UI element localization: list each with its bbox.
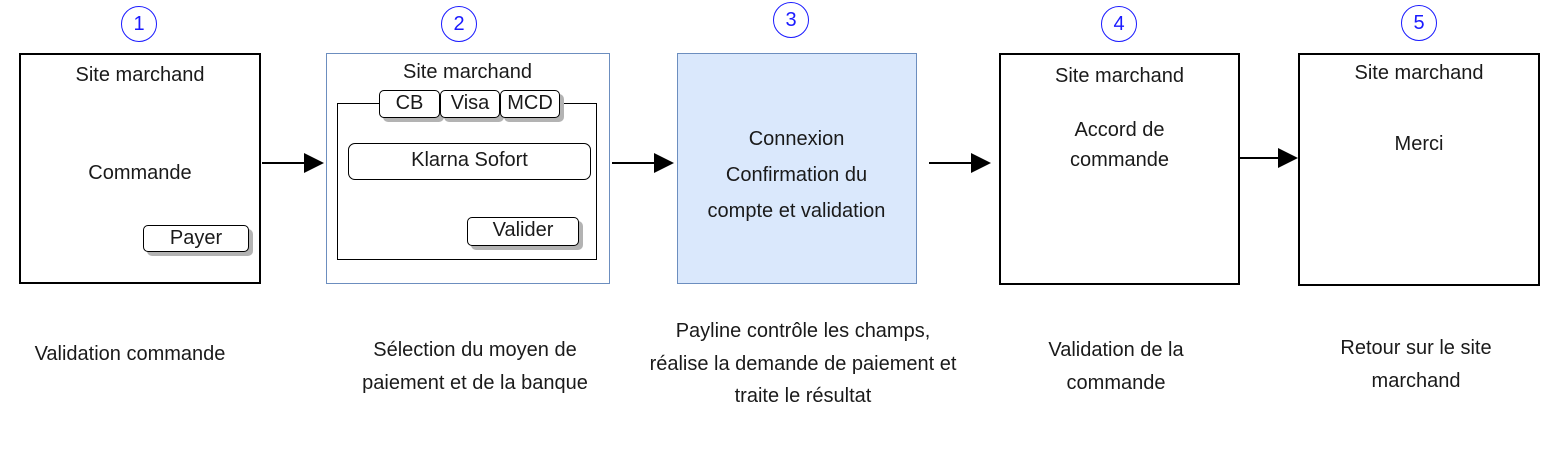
step-2-caption: Sélection du moyen de paiement et de la … bbox=[362, 339, 588, 394]
step-1-box-title: Site marchand bbox=[75, 64, 205, 86]
step-3-line-2: Confirmation du bbox=[725, 164, 868, 186]
step-1-box: Site marchand Commande Payer bbox=[19, 53, 261, 284]
step-5-caption: Retour sur le site marchand bbox=[1340, 337, 1492, 392]
step-4-box: Site marchand Accord de commande bbox=[999, 53, 1240, 285]
step-3-line-3: compte et validation bbox=[707, 200, 886, 222]
step-number-5: 5 bbox=[1401, 5, 1437, 41]
step-3-box: Connexion Confirmation du compte et vali… bbox=[677, 53, 917, 284]
step-number-3: 3 bbox=[773, 2, 809, 38]
step-5-box: Site marchand Merci bbox=[1298, 53, 1540, 286]
step-5-box-title: Site marchand bbox=[1354, 62, 1484, 84]
tab-visa[interactable]: Visa bbox=[440, 90, 500, 118]
step-5-box-text: Merci bbox=[1394, 133, 1444, 155]
step-4-box-text: Accord de commande bbox=[1070, 119, 1169, 171]
step-1-caption: Validation commande bbox=[34, 343, 226, 365]
step-2-box: Site marchand CB Visa MCD Klarna Sofort … bbox=[326, 53, 610, 284]
step-number-4: 4 bbox=[1101, 6, 1137, 42]
step-3-line-1: Connexion bbox=[748, 128, 845, 150]
validate-button[interactable]: Valider bbox=[467, 217, 579, 246]
pay-button[interactable]: Payer bbox=[143, 225, 249, 252]
step-3-caption: Payline contrôle les champs, réalise la … bbox=[649, 320, 957, 407]
step-4-box-title: Site marchand bbox=[1055, 65, 1184, 87]
step-4-caption: Validation de la commande bbox=[1048, 339, 1184, 394]
klarna-option[interactable]: Klarna Sofort bbox=[348, 143, 591, 180]
step-1-box-text: Commande bbox=[88, 162, 192, 184]
step-number-1: 1 bbox=[121, 6, 157, 42]
tab-mcd[interactable]: MCD bbox=[500, 90, 560, 118]
step-2-box-title: Site marchand bbox=[403, 61, 532, 83]
tab-cb[interactable]: CB bbox=[379, 90, 440, 118]
step-number-2: 2 bbox=[441, 6, 477, 42]
